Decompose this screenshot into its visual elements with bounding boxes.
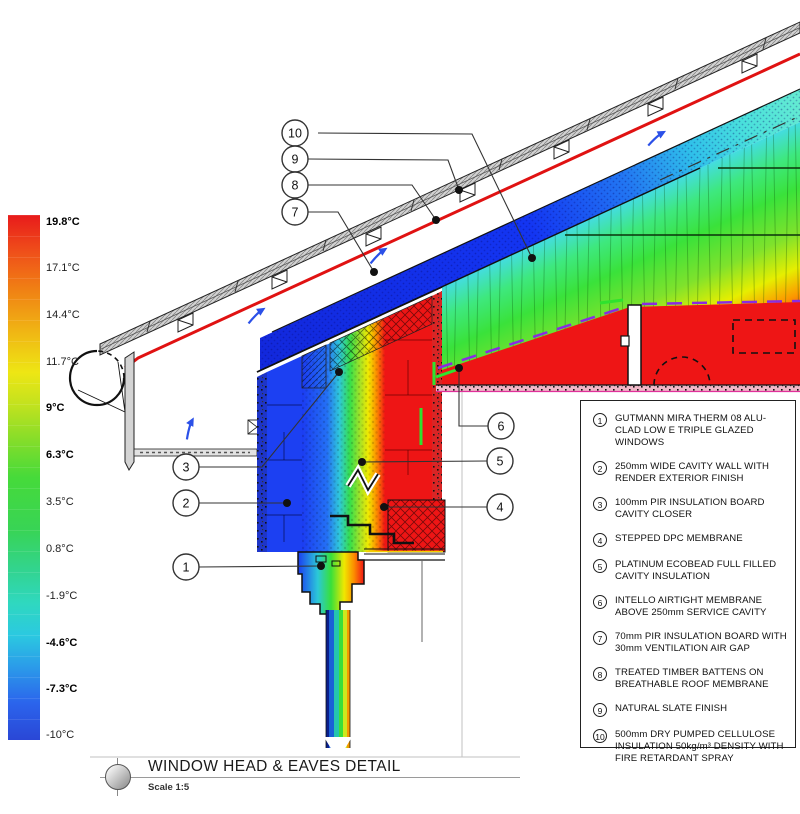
airflow-arrows <box>185 130 667 440</box>
legend-item-text: 100mm PIR INSULATION BOARD CAVITY CLOSER <box>615 497 765 520</box>
scale-label: 14.4°C <box>46 309 80 321</box>
callout-1[interactable]: 1 <box>172 553 200 581</box>
svg-text:5: 5 <box>497 455 504 469</box>
scale-label: 19.8°C <box>46 216 80 228</box>
title-block: WINDOW HEAD & EAVES DETAIL Scale 1:5 <box>90 758 530 804</box>
rafter-dash-line <box>659 115 800 181</box>
scale-label: 3.5°C <box>46 496 74 508</box>
svg-text:9: 9 <box>292 153 299 167</box>
drawing-scale: Scale 1:5 <box>148 782 190 793</box>
callout-5[interactable]: 5 <box>486 447 514 475</box>
ceiling-plasterboard <box>436 384 800 393</box>
cavity-wall <box>256 286 443 552</box>
svg-text:8: 8 <box>292 179 299 193</box>
dashed-duct-arc <box>653 356 711 386</box>
section-marker-icon <box>105 764 131 790</box>
callout-10[interactable]: 10 <box>281 119 309 147</box>
callout-7[interactable]: 7 <box>281 198 309 226</box>
legend-item-text: 70mm PIR INSULATION BOARD WITH 30mm VENT… <box>615 631 787 654</box>
legend-panel: 1 GUTMANN MIRA THERM 08 ALU-CLAD LOW E T… <box>580 400 796 764</box>
callout-bubbles: 10 9 8 7 6 5 4 3 <box>172 119 515 581</box>
reference-lines <box>90 392 520 758</box>
dashed-service-zone <box>732 319 796 354</box>
legend-item-text: NATURAL SLATE FINISH <box>615 703 728 714</box>
drawing-title: WINDOW HEAD & EAVES DETAIL <box>148 758 401 775</box>
legend-item: 6 INTELLO AIRTIGHT MEMBRANE ABOVE 250mm … <box>589 595 787 619</box>
legend-item-number: 3 <box>593 497 607 511</box>
window-head-lintel <box>330 499 446 561</box>
fascia-board <box>124 351 135 472</box>
window-frame <box>297 551 365 615</box>
scale-label: -10°C <box>46 729 75 741</box>
legend-item-number: 4 <box>593 533 607 547</box>
scale-label: 11.7°C <box>46 356 79 368</box>
legend-item: 10 500mm DRY PUMPED CELLULOSE INSULATION… <box>589 729 787 765</box>
pir-roof-board <box>256 88 800 373</box>
callout-3[interactable]: 3 <box>172 453 200 481</box>
scale-label: 0.8°C <box>46 543 74 555</box>
legend-item: 8 TREATED TIMBER BATTENS ON BREATHABLE R… <box>589 667 787 691</box>
legend-item-text: GUTMANN MIRA THERM 08 ALU-CLAD LOW E TRI… <box>615 413 767 448</box>
legend-item-number: 2 <box>593 461 607 475</box>
triple-glazing <box>324 610 352 760</box>
svg-text:7: 7 <box>292 206 299 220</box>
callout-9[interactable]: 9 <box>281 145 309 173</box>
scale-label: -7.3°C <box>46 683 78 695</box>
timber-battens <box>177 53 758 333</box>
legend-item-number: 10 <box>593 729 607 743</box>
legend-item: 7 70mm PIR INSULATION BOARD WITH 30mm VE… <box>589 631 787 655</box>
legend-item: 5 PLATINUM ECOBEAD FULL FILLED CAVITY IN… <box>589 559 787 583</box>
leader-lines <box>197 132 533 568</box>
svg-text:1: 1 <box>183 561 190 575</box>
svg-text:3: 3 <box>183 461 190 475</box>
legend-item-number: 1 <box>593 413 607 427</box>
scale-label: 6.3°C <box>46 449 74 461</box>
scale-label: -4.6°C <box>46 637 78 649</box>
legend-item-text: 500mm DRY PUMPED CELLULOSE INSULATION 50… <box>615 729 784 764</box>
scale-label: 9°C <box>46 402 65 414</box>
callout-6[interactable]: 6 <box>487 412 515 440</box>
legend-item-text: INTELLO AIRTIGHT MEMBRANE ABOVE 250mm SE… <box>615 595 767 618</box>
gutter <box>68 349 126 413</box>
legend-item: 3 100mm PIR INSULATION BOARD CAVITY CLOS… <box>589 497 787 521</box>
airflow-arrow-icon <box>369 247 388 265</box>
legend-item: 1 GUTMANN MIRA THERM 08 ALU-CLAD LOW E T… <box>589 413 787 449</box>
legend-item: 4 STEPPED DPC MEMBRANE <box>589 533 787 547</box>
svg-text:6: 6 <box>498 420 505 434</box>
scale-label: 17.1°C <box>46 262 80 274</box>
airflow-arrow-icon <box>247 307 266 325</box>
svg-text:2: 2 <box>183 497 190 511</box>
leader-dots <box>283 186 536 570</box>
warm-interior-zone <box>436 302 800 385</box>
legend-item-text: TREATED TIMBER BATTENS ON BREATHABLE ROO… <box>615 667 769 690</box>
title-underline <box>100 777 520 778</box>
callout-2[interactable]: 2 <box>172 489 200 517</box>
temperature-scale: 19.8°C 17.1°C 14.4°C 11.7°C 9°C 6.3°C 3.… <box>8 215 118 755</box>
legend-item-text: 250mm WIDE CAVITY WALL WITH RENDER EXTER… <box>615 461 770 484</box>
legend-item: 2 250mm WIDE CAVITY WALL WITH RENDER EXT… <box>589 461 787 485</box>
callout-4[interactable]: 4 <box>486 493 514 521</box>
soffit-board <box>133 448 258 457</box>
legend-item-number: 9 <box>593 703 607 717</box>
vapour-membrane-dashed <box>437 299 800 370</box>
airflow-arrow-icon <box>185 417 194 440</box>
legend-item-number: 7 <box>593 631 607 645</box>
legend-item-number: 8 <box>593 667 607 681</box>
legend-item-number: 5 <box>593 559 607 573</box>
legend-item: 9 NATURAL SLATE FINISH <box>589 703 787 717</box>
svg-text:10: 10 <box>288 127 302 141</box>
legend-item-text: PLATINUM ECOBEAD FULL FILLED CAVITY INSU… <box>615 559 777 582</box>
airtight-membrane-green <box>419 298 624 445</box>
airflow-arrow-icon <box>647 130 667 147</box>
scale-label: -1.9°C <box>46 590 78 602</box>
legend-item-text: STEPPED DPC MEMBRANE <box>615 533 743 544</box>
legend-item-number: 6 <box>593 595 607 609</box>
service-cavity-hanger <box>620 304 642 386</box>
callout-8[interactable]: 8 <box>281 171 309 199</box>
temperature-gradient-bar <box>8 215 40 740</box>
svg-text:4: 4 <box>497 501 504 515</box>
